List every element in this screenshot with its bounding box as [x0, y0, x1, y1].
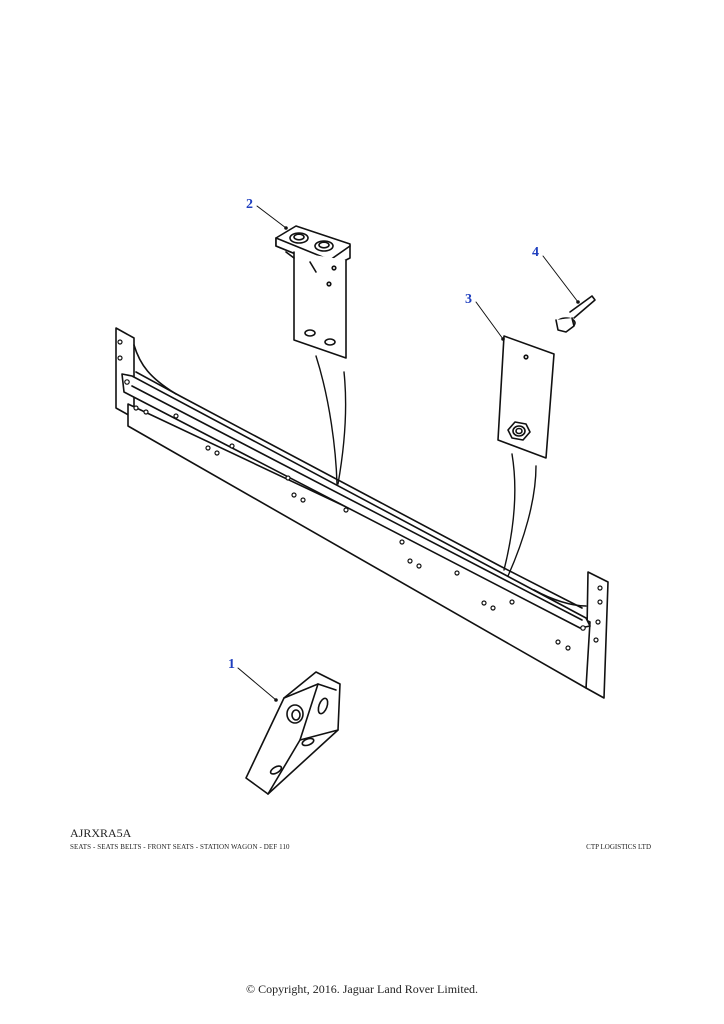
fixing-lines: [316, 356, 536, 576]
plate-part-3: [498, 336, 554, 458]
copyright-notice: © Copyright, 2016. Jaguar Land Rover Lim…: [245, 982, 479, 996]
rivet-part-4: [556, 296, 595, 332]
seat-rail: [116, 328, 608, 698]
supplier-label: CTP LOGISTICS LTD: [586, 843, 651, 851]
diagram-description: SEATS - SEATS BELTS - FRONT SEATS - STAT…: [70, 843, 290, 851]
bracket-part-2: [276, 226, 350, 358]
leader-lines: [238, 206, 578, 700]
callout-2[interactable]: 2: [246, 197, 253, 212]
callout-1[interactable]: 1: [228, 657, 235, 672]
illustration-code: AJRXRA5A: [70, 826, 132, 840]
bracket-part-1: [246, 672, 340, 794]
callout-3[interactable]: 3: [465, 292, 472, 307]
callout-4[interactable]: 4: [532, 245, 539, 260]
